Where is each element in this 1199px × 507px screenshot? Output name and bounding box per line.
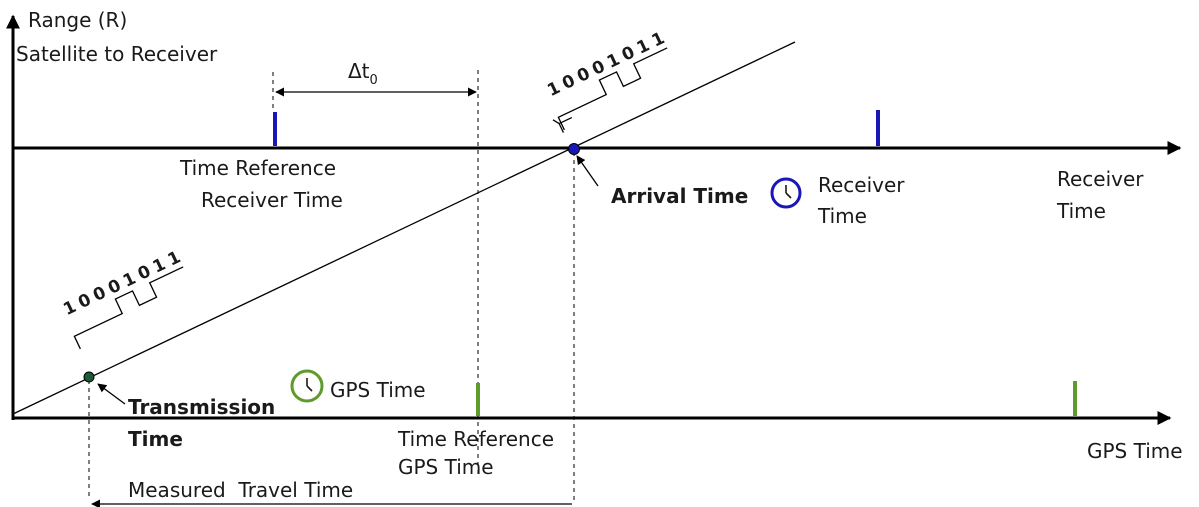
arrival-bit-bracket xyxy=(552,116,573,133)
arrival-pointer-arrow xyxy=(576,155,599,187)
delta-t-label: Δt0 xyxy=(348,59,378,88)
transmission-bit-digit: 1 xyxy=(150,254,169,277)
y-axis-label-line1: Range (R) xyxy=(28,8,127,32)
transmission-point xyxy=(83,371,95,383)
transmission-bit-waveform xyxy=(73,266,184,350)
transmission-pointer-arrow xyxy=(97,383,126,405)
arrival-bit-waveform xyxy=(557,47,668,131)
gps-clock-icon xyxy=(290,369,324,403)
receiver-axis-label-line2: Time xyxy=(1056,199,1106,223)
gps-reference-label-line1: Time Reference xyxy=(397,427,554,451)
transmission-bit-digit: 1 xyxy=(60,297,79,320)
transmission-label-line2: Time xyxy=(128,427,183,451)
gps-reference-label-line2: GPS Time xyxy=(398,455,494,479)
gps-clock-label: GPS Time xyxy=(330,378,426,402)
receiver-reference-label-line1: Time Reference xyxy=(179,156,336,180)
receiver-axis-label-line1: Receiver xyxy=(1057,167,1144,191)
arrival-bit-digit: 1 xyxy=(544,78,563,101)
transmission-bit-digit: 1 xyxy=(120,269,139,292)
receiver-reference-label-line2: Receiver Time xyxy=(201,188,343,212)
transmission-bit-digit: 1 xyxy=(165,247,184,270)
receiver-clock-label-line2: Time xyxy=(817,204,867,228)
transmission-label-line1: Transmission xyxy=(128,395,275,419)
y-axis-label-line2: Satellite to Receiver xyxy=(16,42,218,66)
travel-time-label: Measured Travel Time xyxy=(128,478,353,502)
arrival-bit-digit: 1 xyxy=(634,35,653,58)
arrival-point xyxy=(568,143,580,155)
signal-range-line xyxy=(12,41,796,415)
receiver-clock-label-line1: Receiver xyxy=(818,173,905,197)
gps-axis-label: GPS Time xyxy=(1087,439,1183,463)
arrival-time-label: Arrival Time xyxy=(611,184,748,208)
arrival-bit-digit: 1 xyxy=(649,28,668,51)
arrival-bit-digit: 1 xyxy=(604,50,623,73)
receiver-clock-icon xyxy=(770,177,802,209)
